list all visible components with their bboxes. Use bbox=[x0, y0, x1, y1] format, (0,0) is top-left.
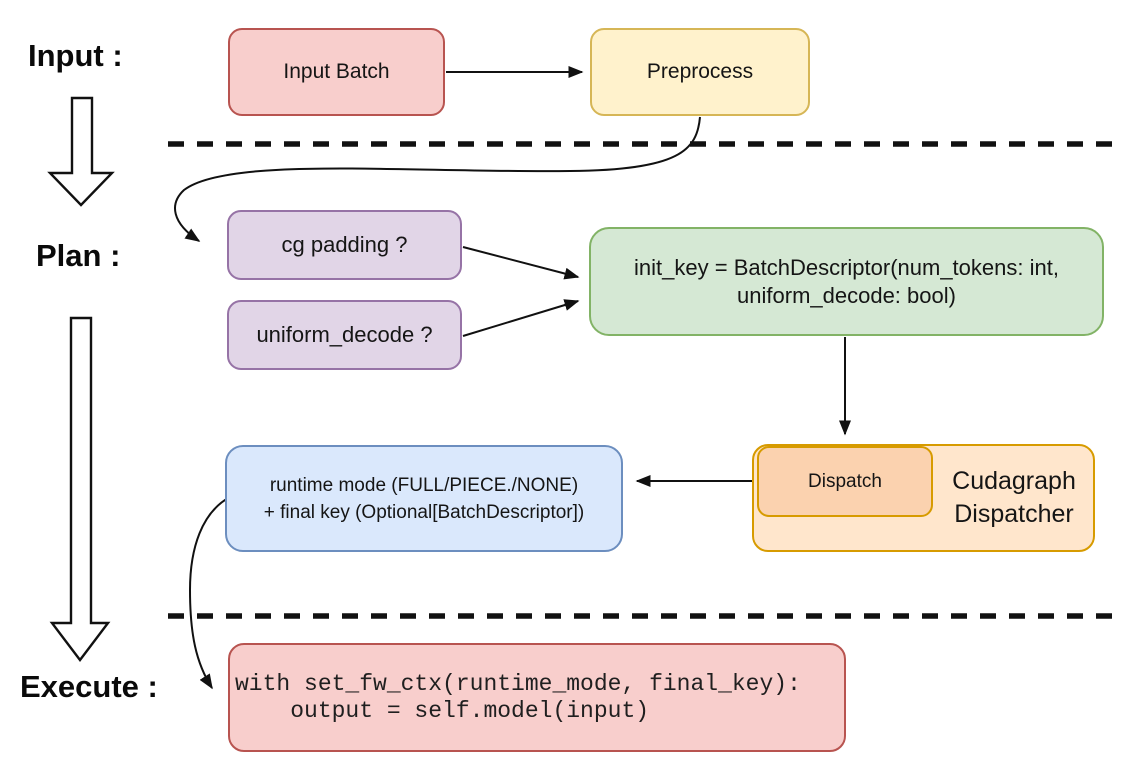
node-cudagraph-dispatcher-label: Cudagraph Dispatcher bbox=[933, 444, 1095, 552]
arrow-uniformdecode-to-initkey bbox=[462, 299, 580, 337]
node-runtime-mode: runtime mode (FULL/PIECE./NONE) + final … bbox=[225, 445, 623, 552]
node-init-key-line2: uniform_decode: bool) bbox=[737, 282, 956, 308]
node-init-key-line1: init_key = BatchDescriptor(num_tokens: i… bbox=[634, 254, 1059, 280]
node-init-key: init_key = BatchDescriptor(num_tokens: i… bbox=[589, 227, 1104, 336]
node-input-batch: Input Batch bbox=[228, 28, 445, 116]
node-execute-code: with set_fw_ctx(runtime_mode, final_key)… bbox=[228, 643, 846, 752]
section-label-execute: Execute : bbox=[20, 669, 158, 704]
plan-to-execute-hollow-arrow-icon bbox=[49, 316, 111, 662]
arrow-cgpadding-to-initkey bbox=[462, 246, 580, 280]
node-cg-padding: cg padding ? bbox=[227, 210, 462, 280]
execute-code-line1: with set_fw_ctx(runtime_mode, final_key)… bbox=[235, 670, 801, 697]
node-uniform-decode-label: uniform_decode ? bbox=[256, 322, 433, 348]
execute-code-line2: output = self.model(input) bbox=[235, 697, 650, 724]
cudagraph-label-line2: Dispatcher bbox=[954, 500, 1074, 528]
node-runtime-mode-line1: runtime mode (FULL/PIECE./NONE) bbox=[269, 474, 579, 496]
node-preprocess-label: Preprocess bbox=[646, 59, 754, 83]
node-cg-padding-label: cg padding ? bbox=[281, 232, 408, 258]
cudagraph-label-line1: Cudagraph bbox=[952, 467, 1076, 495]
node-input-batch-label: Input Batch bbox=[283, 59, 390, 83]
arrow-preprocess-to-cgpadding bbox=[174, 116, 701, 242]
node-uniform-decode: uniform_decode ? bbox=[227, 300, 462, 370]
section-label-input: Input : bbox=[28, 38, 123, 73]
node-runtime-mode-line2: + final key (Optional[BatchDescriptor]) bbox=[263, 501, 585, 523]
arrow-runtimemode-to-executecode bbox=[188, 496, 231, 690]
node-preprocess: Preprocess bbox=[590, 28, 810, 116]
node-dispatch-label: Dispatch bbox=[808, 470, 882, 492]
input-to-plan-hollow-arrow-icon bbox=[47, 96, 115, 207]
section-label-plan: Plan : bbox=[36, 238, 121, 273]
node-dispatch: Dispatch bbox=[757, 446, 933, 517]
